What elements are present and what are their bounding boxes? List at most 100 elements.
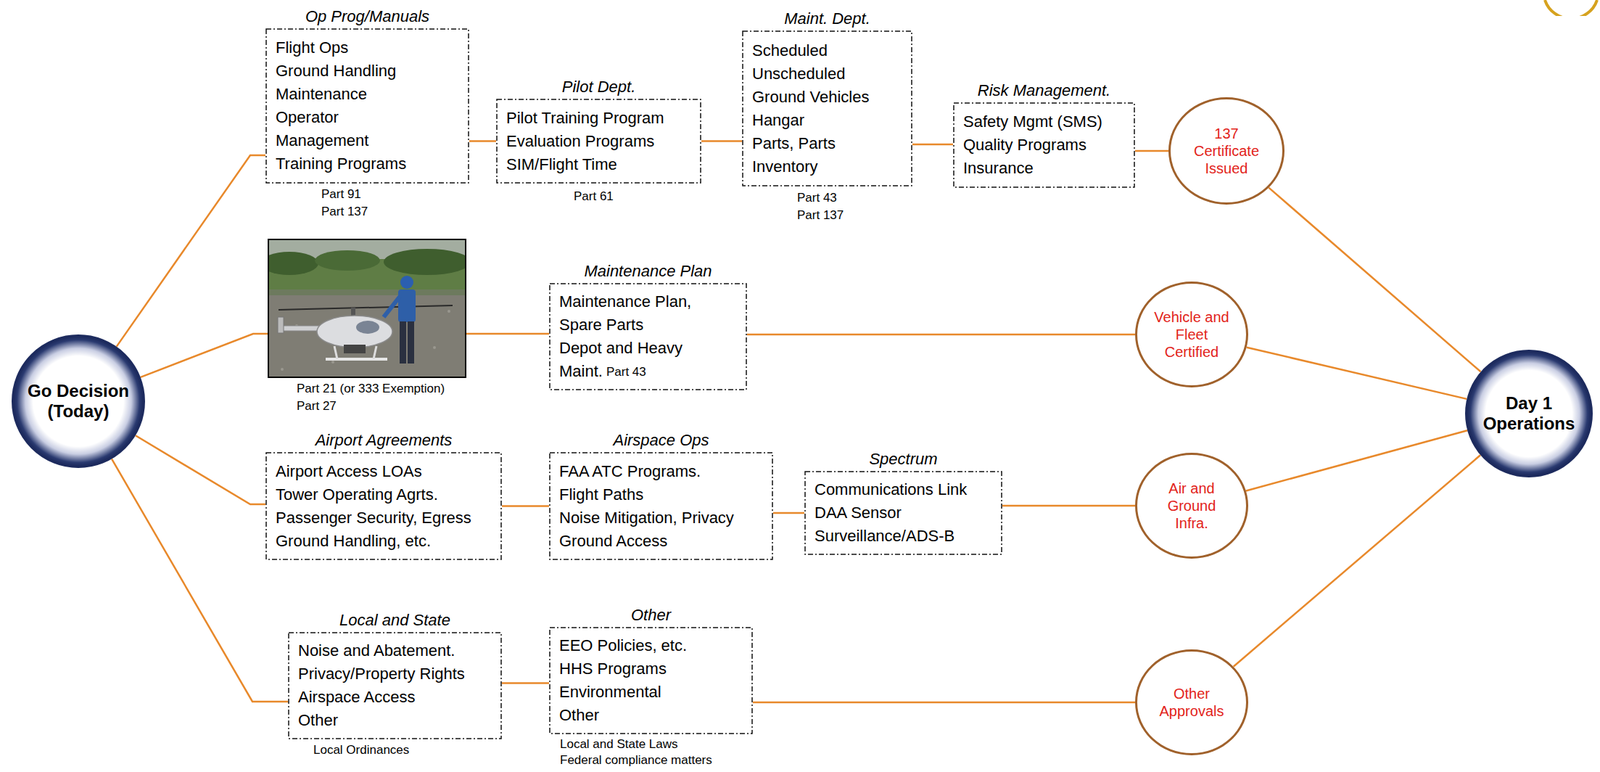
outcome-ellipse: Air and Ground Infra. bbox=[1135, 452, 1249, 559]
box-body: Pilot Training ProgramEvaluation Program… bbox=[506, 106, 665, 177]
box-body: ScheduledUnscheduledGround VehiclesHanga… bbox=[752, 39, 869, 179]
drawing-detail bbox=[373, 345, 377, 360]
drawing-detail bbox=[316, 315, 393, 348]
part-reference: Part 43 bbox=[606, 364, 647, 380]
box-line: Airport Access LOAs bbox=[275, 459, 423, 484]
drawing-detail bbox=[433, 345, 436, 349]
box-body: Safety Mgmt (SMS)Quality ProgramsInsuran… bbox=[963, 110, 1103, 180]
part-reference: Part 21 (or 333 Exemption) bbox=[296, 381, 445, 397]
milestone-circle: Go Decision (Today) bbox=[11, 334, 146, 468]
box-line: Unscheduled bbox=[752, 62, 845, 86]
box-heading: Pilot Dept. bbox=[562, 77, 637, 97]
uav-photo bbox=[267, 238, 467, 378]
connector-line bbox=[1246, 430, 1468, 491]
box-line: FAA ATC Programs. bbox=[559, 459, 701, 484]
box-outline bbox=[742, 31, 912, 186]
connector-line bbox=[701, 139, 742, 143]
box-line: Safety Mgmt (SMS) bbox=[963, 110, 1103, 134]
drawing-detail bbox=[399, 321, 407, 364]
box-body: Noise and Abatement.Privacy/Property Rig… bbox=[298, 638, 465, 732]
box-outline bbox=[266, 29, 469, 183]
connector-line bbox=[501, 504, 550, 507]
box-outline bbox=[549, 283, 747, 390]
connector-line bbox=[1233, 454, 1482, 667]
box-body: Communications LinkDAA SensorSurveillanc… bbox=[814, 477, 967, 548]
box-line: Communications Link bbox=[814, 477, 967, 502]
box-line: Ground Handling, etc. bbox=[275, 529, 431, 553]
process-box: Risk Management.Safety Mgmt (SMS)Quality… bbox=[953, 102, 1136, 188]
drawing-detail bbox=[407, 321, 415, 364]
box-line: Other bbox=[559, 703, 600, 727]
box-line: Airspace Access bbox=[298, 685, 415, 709]
part-reference: Part 91 bbox=[321, 187, 362, 202]
box-outline bbox=[549, 627, 753, 734]
process-box: Airport AgreementsAirport Access LOAsTow… bbox=[265, 451, 502, 560]
connector-line bbox=[1268, 187, 1481, 373]
box-line: EEO Policies, etc. bbox=[559, 633, 687, 658]
box-heading: Maintenance Plan bbox=[583, 261, 712, 281]
box-outline bbox=[549, 452, 773, 560]
box-line: Training Programs bbox=[275, 152, 407, 176]
drawing-detail bbox=[356, 320, 380, 334]
box-heading: Op Prog/Manuals bbox=[305, 7, 430, 27]
box-line: Evaluation Programs bbox=[506, 129, 655, 154]
drawing-detail bbox=[268, 239, 466, 378]
box-body: EEO Policies, etc.HHS ProgramsEnvironmen… bbox=[559, 633, 687, 727]
process-box: Op Prog/ManualsFlight OpsGround Handling… bbox=[265, 28, 470, 184]
box-line: Flight Ops bbox=[275, 36, 349, 60]
drawing-detail bbox=[331, 360, 335, 364]
box-heading: Maint. Dept. bbox=[784, 9, 871, 29]
box-line: Passenger Security, Egress bbox=[275, 506, 472, 530]
box-outline bbox=[496, 99, 701, 183]
box-line: Privacy/Property Rights bbox=[298, 662, 465, 686]
connector-line bbox=[469, 139, 497, 143]
process-box: SpectrumCommunications LinkDAA SensorSur… bbox=[804, 470, 1003, 555]
drawing-detail bbox=[277, 316, 284, 333]
box-line: Hangar bbox=[752, 108, 805, 133]
connector-line bbox=[747, 333, 1136, 336]
box-outline bbox=[805, 471, 1002, 555]
part-reference: Federal compliance matters bbox=[559, 752, 713, 768]
box-heading: Spectrum bbox=[868, 449, 938, 469]
connector-line bbox=[752, 701, 1136, 704]
box-line: Environmental bbox=[559, 680, 662, 704]
box-line: Depot and Heavy bbox=[559, 336, 683, 360]
box-heading: Airport Agreements bbox=[315, 430, 453, 450]
connector-line bbox=[501, 681, 550, 684]
process-box: OtherEEO Policies, etc.HHS ProgramsEnvir… bbox=[549, 626, 753, 734]
box-line: Scheduled bbox=[752, 39, 828, 63]
drawing-detail bbox=[325, 357, 388, 361]
outcome-ellipse: Vehicle and Fleet Certified bbox=[1135, 281, 1249, 388]
box-heading: Airspace Ops bbox=[612, 430, 709, 450]
connector-line bbox=[1002, 504, 1136, 507]
outcome-label: Other Approvals bbox=[1151, 684, 1233, 720]
box-line: Maint. bbox=[559, 359, 603, 383]
box-line: Inventory bbox=[752, 155, 819, 179]
box-outline bbox=[288, 632, 502, 739]
box-line: Quality Programs bbox=[963, 133, 1087, 157]
drawing-detail bbox=[383, 296, 400, 317]
box-line: Noise Mitigation, Privacy bbox=[559, 506, 734, 530]
part-reference: Part 27 bbox=[296, 398, 337, 414]
connector-line bbox=[1246, 347, 1468, 399]
box-line: Pilot Training Program bbox=[506, 106, 665, 130]
part-reference: Part 43 bbox=[797, 190, 837, 206]
box-heading: Other bbox=[631, 605, 671, 625]
connector-line bbox=[116, 155, 266, 347]
box-line: Ground Access bbox=[559, 529, 668, 553]
drawing-detail bbox=[400, 275, 414, 289]
drawing-detail bbox=[280, 367, 284, 371]
drawing-detail bbox=[267, 251, 319, 275]
box-line: Noise and Abatement. bbox=[298, 638, 455, 663]
outcome-ellipse: 137 Certificate Issued bbox=[1168, 97, 1285, 205]
box-outline bbox=[953, 102, 1135, 188]
box-line: SIM/Flight Time bbox=[506, 153, 618, 177]
milestone-circle: Day 1 Operations bbox=[1465, 349, 1593, 478]
drawing-detail bbox=[447, 309, 451, 313]
box-line: Management bbox=[275, 129, 369, 153]
box-line: Maintenance Plan, bbox=[559, 290, 692, 314]
box-heading: Risk Management. bbox=[977, 81, 1111, 101]
box-line: Other bbox=[298, 708, 338, 732]
box-outline bbox=[266, 452, 502, 560]
